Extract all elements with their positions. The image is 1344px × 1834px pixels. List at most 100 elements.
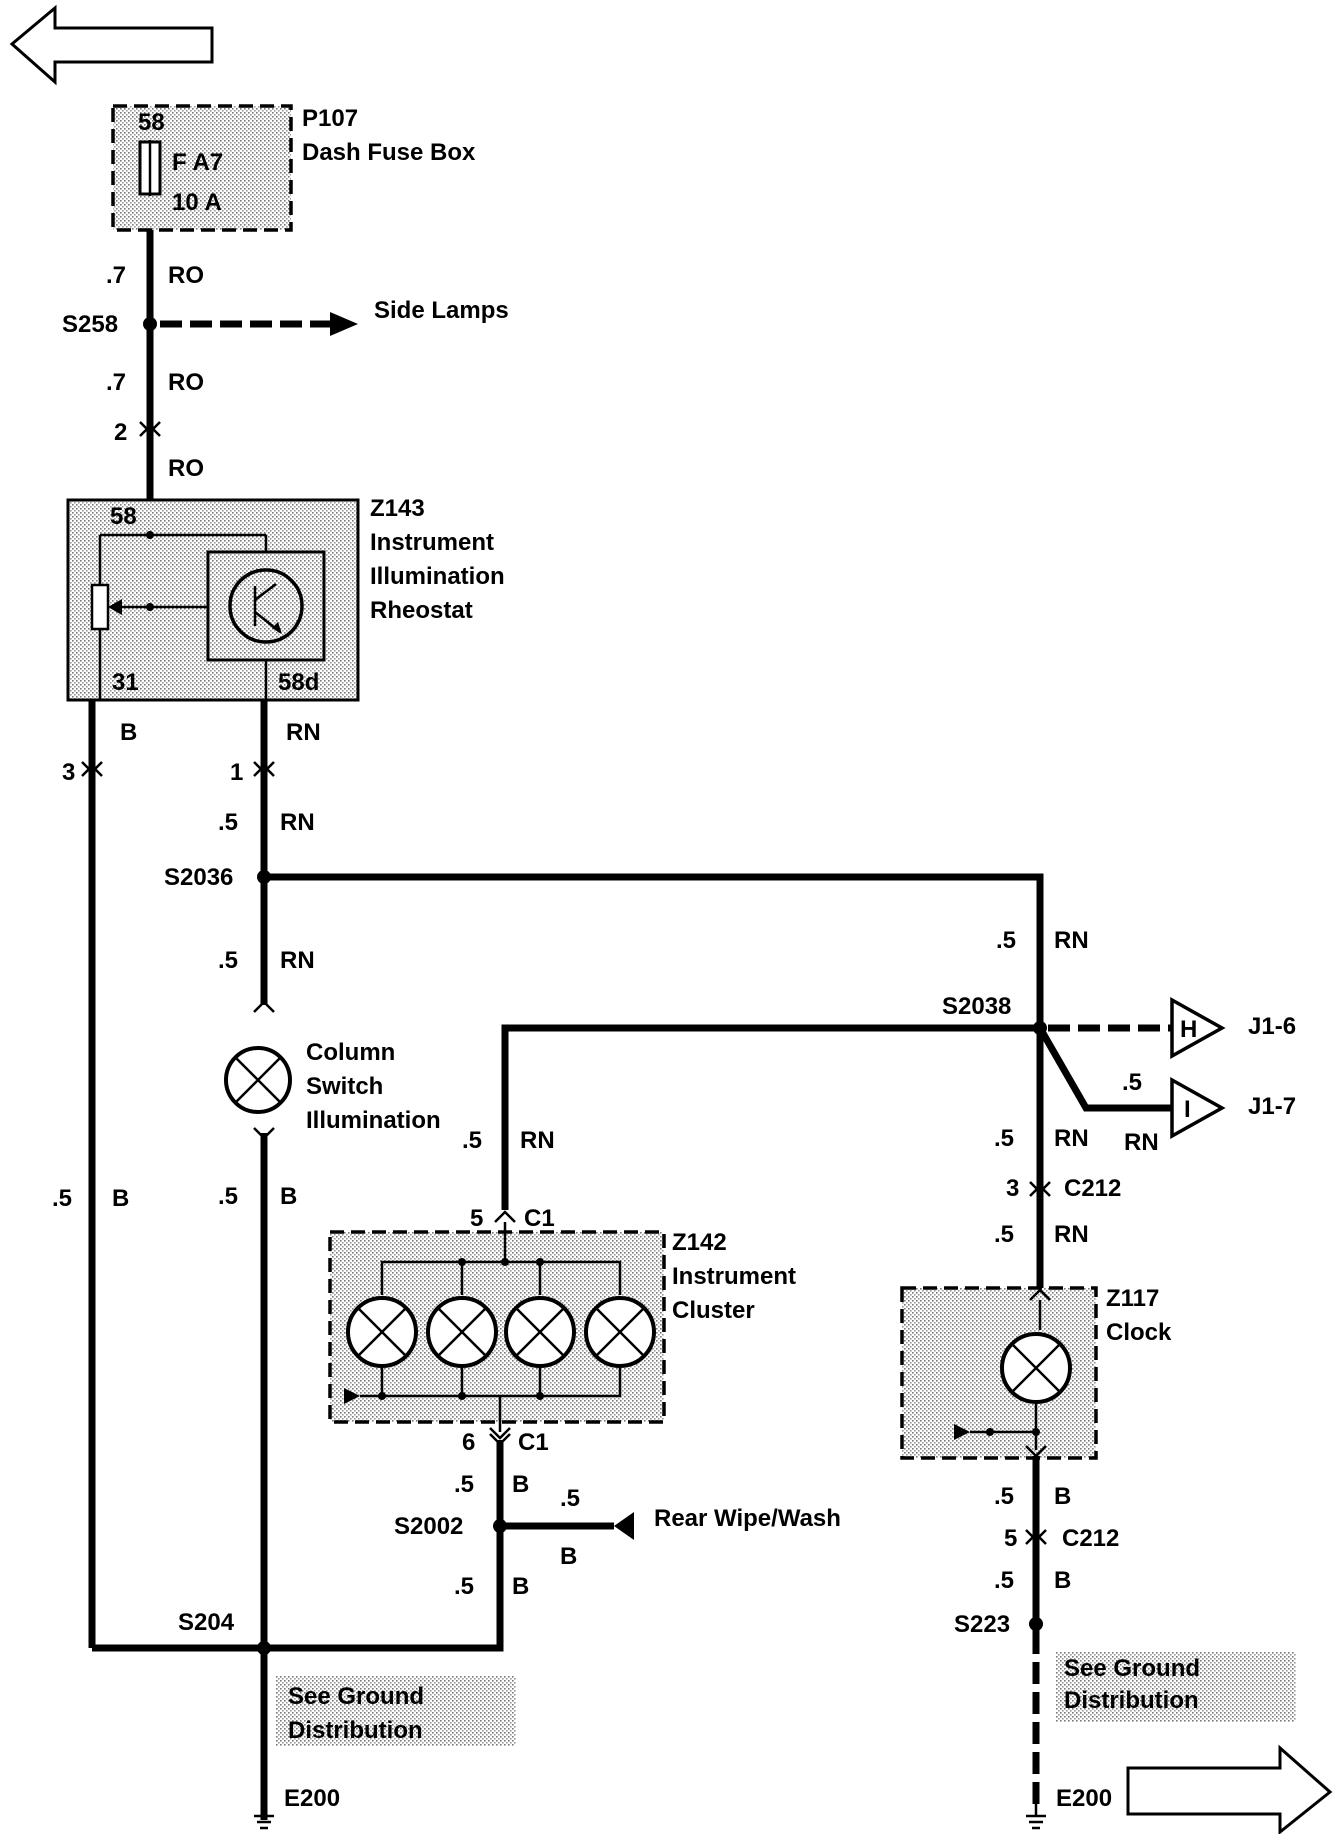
wire-color-label: B — [560, 1543, 577, 1570]
rn-wire-to-cluster — [501, 1024, 1040, 1210]
z143-pin-58d: 58d — [278, 669, 319, 696]
j1-6-connector-icon — [1170, 997, 1226, 1059]
wire-color-label: B — [1054, 1483, 1071, 1510]
e200-left-label: E200 — [284, 1785, 340, 1812]
wire-size-label: .5 — [218, 1183, 238, 1210]
side-lamps-label: Side Lamps — [374, 297, 509, 324]
j1-6-label: J1-6 — [1248, 1013, 1296, 1040]
z142-instrument-cluster — [328, 1210, 666, 1440]
j1-7-connector-icon — [1170, 1077, 1226, 1139]
connector-pin-3 — [81, 761, 103, 777]
connector-1-label: 1 — [230, 759, 243, 786]
connector-pin-1 — [253, 761, 275, 777]
j1-7-letter: I — [1184, 1096, 1191, 1123]
c212-top-pin: 3 — [1006, 1175, 1019, 1202]
rn-wire-to-s2038 — [264, 873, 1044, 1028]
previous-page-arrow-icon[interactable] — [9, 4, 214, 86]
column-switch-lamp — [224, 1000, 292, 1140]
wire-color-label: B — [112, 1185, 129, 1212]
column-switch-label-3: Illumination — [306, 1107, 441, 1134]
wire-color-label: B — [120, 719, 137, 746]
wire-size-label: .5 — [52, 1185, 72, 1212]
wire-color-label: RN — [1124, 1129, 1159, 1156]
wire-color-label: B — [1054, 1567, 1071, 1594]
splice-s258 — [143, 317, 157, 331]
p107-dash-fuse-box: 58 F A7 10 A — [111, 104, 293, 232]
z117-clock — [900, 1286, 1098, 1460]
wire-size-label: .7 — [106, 262, 126, 289]
z117-name: Clock — [1106, 1319, 1172, 1346]
z142-name-1: Instrument — [672, 1263, 796, 1290]
wire-size-label: .5 — [454, 1471, 474, 1498]
wire-color-label: RN — [280, 809, 315, 836]
z142-id: Z142 — [672, 1229, 727, 1256]
z142-name-2: Cluster — [672, 1297, 755, 1324]
wire-color-label: RN — [280, 947, 315, 974]
wire-size-label: .5 — [462, 1127, 482, 1154]
ground-note-right-box — [1056, 1652, 1296, 1722]
c1-bot-label: C1 — [518, 1429, 549, 1456]
connector-c212-bottom — [1025, 1529, 1047, 1545]
j1-6-letter: H — [1180, 1016, 1197, 1043]
wire-color-label: RN — [1054, 927, 1089, 954]
column-switch-label-2: Switch — [306, 1073, 383, 1100]
wire-size-label: .5 — [994, 1125, 1014, 1152]
wire-color-label: B — [280, 1183, 297, 1210]
s2036-label: S2036 — [164, 864, 233, 891]
rear-wipe-label: Rear Wipe/Wash — [654, 1505, 841, 1532]
s223-label: S223 — [954, 1611, 1010, 1638]
ground-note-right-1: See Ground — [1064, 1655, 1200, 1682]
z143-rheostat: 58 31 58d — [66, 498, 360, 702]
next-page-arrow-icon[interactable] — [1126, 1744, 1333, 1834]
z143-pin-58: 58 — [110, 503, 137, 530]
z143-pin-31: 31 — [112, 669, 139, 696]
p107-pin-label: 58 — [138, 109, 165, 136]
s2002-label: S2002 — [394, 1513, 463, 1540]
connector-pin-2 — [139, 421, 161, 437]
ground-note-left-2: Distribution — [288, 1717, 423, 1744]
p107-name: Dash Fuse Box — [302, 139, 476, 166]
wire-color-label: RN — [1054, 1125, 1089, 1152]
connector-2-label: 2 — [114, 419, 127, 446]
fuse-rating: 10 A — [172, 189, 222, 216]
fuse-label: F A7 — [172, 149, 223, 176]
c212-top-label: C212 — [1064, 1175, 1121, 1202]
ground-note-left-1: See Ground — [288, 1683, 424, 1710]
ground-note-right-2: Distribution — [1064, 1687, 1199, 1714]
wire-size-label: .7 — [106, 369, 126, 396]
ground-left-icon — [254, 1800, 274, 1830]
wire-size-label: .5 — [1122, 1069, 1142, 1096]
z143-name-3: Rheostat — [370, 597, 473, 624]
c1-bot-pin: 6 — [462, 1429, 475, 1456]
wire-color-label: RO — [168, 455, 204, 482]
wire-color-label: RO — [168, 369, 204, 396]
wire-color-label: RN — [286, 719, 321, 746]
z143-name-2: Illumination — [370, 563, 505, 590]
c1-top-label: C1 — [524, 1205, 555, 1232]
s258-label: S258 — [62, 311, 118, 338]
connector-3-label: 3 — [62, 759, 75, 786]
cluster-ground-wire — [92, 1440, 504, 1652]
wire-color-label: B — [512, 1573, 529, 1600]
wire-color-label: RN — [1054, 1221, 1089, 1248]
wire-size-label: .5 — [994, 1483, 1014, 1510]
wire-size-label: .5 — [560, 1485, 580, 1512]
splice-s223 — [1029, 1617, 1043, 1631]
z143-id: Z143 — [370, 495, 425, 522]
wire-color-label: RN — [520, 1127, 555, 1154]
ground-note-left-box — [276, 1676, 516, 1746]
wire-color-label: RO — [168, 262, 204, 289]
wire-size-label: .5 — [994, 1221, 1014, 1248]
e200-right-label: E200 — [1056, 1785, 1112, 1812]
c212-bot-pin: 5 — [1004, 1525, 1017, 1552]
rear-wipe-arrow-icon — [614, 1512, 634, 1540]
s2038-label: S2038 — [942, 993, 1011, 1020]
ground-right-icon — [1026, 1800, 1046, 1830]
wire-size-label: .5 — [994, 1567, 1014, 1594]
p107-id: P107 — [302, 105, 358, 132]
wire-size-label: .5 — [218, 947, 238, 974]
s204-label: S204 — [178, 1609, 235, 1636]
c212-bot-label: C212 — [1062, 1525, 1119, 1552]
wire-size-label: .5 — [218, 809, 238, 836]
